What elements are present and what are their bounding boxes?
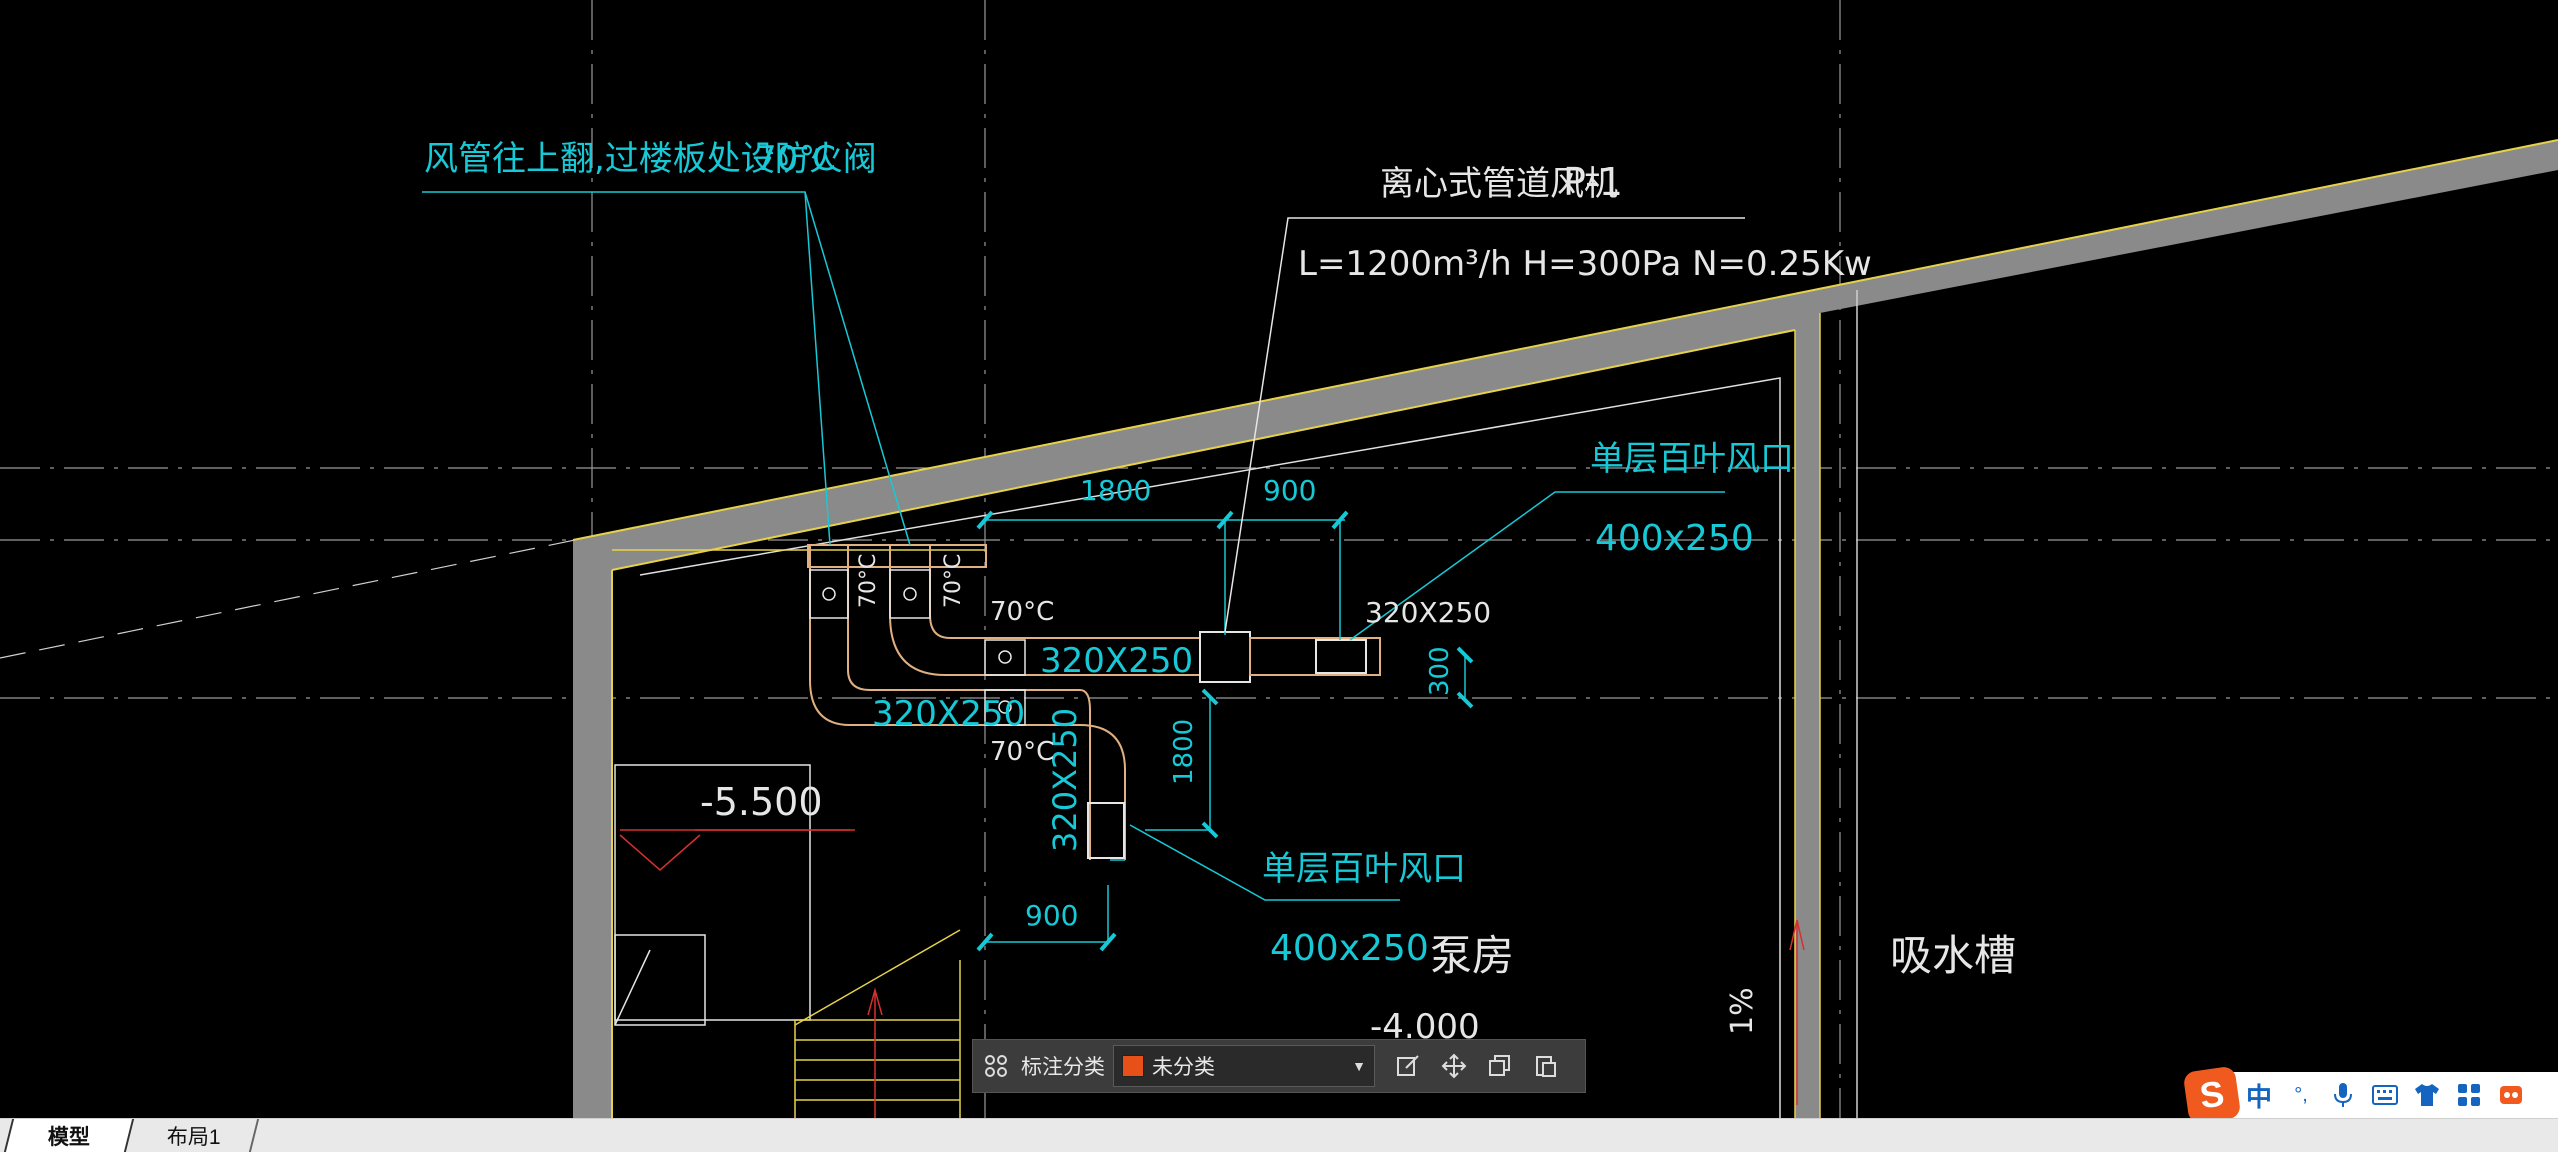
ime-toolbar: S 中 °, [2182,1065,2558,1125]
duct-size-label: 320X250 [872,694,1025,734]
ime-punctuation-toggle[interactable]: °, [2294,1083,2308,1106]
copy-icon[interactable] [1477,1039,1523,1093]
fan-tag: P-1 [1563,160,1623,204]
dimension-1800-top: 1800 [1080,474,1151,507]
cad-drawing-canvas[interactable]: 风管往上翻,过楼板处设防火阀 70℃ 单层百叶风口 400x250 单层百叶风口… [0,0,2558,1118]
slope-label: 1% [1725,987,1760,1035]
louver-top-label: 单层百叶风口 [1590,439,1794,479]
level-mark: -5.500 [700,780,823,824]
louver-bottom-label: 单层百叶风口 [1262,849,1466,889]
annotation-toolbar: 标注分类 未分类 ▼ [972,1039,1586,1093]
category-value: 未分类 [1152,1056,1215,1079]
dimension-lines [976,510,1474,952]
keyboard-icon[interactable] [2364,1072,2406,1118]
sogou-logo-icon[interactable]: S [2182,1065,2242,1125]
dimension-1800-vertical: 1800 [1169,719,1199,785]
room-label-suction: 吸水槽 [1890,931,2016,980]
louver-top-size: 400x250 [1595,518,1754,559]
mic-icon[interactable] [2322,1072,2364,1118]
move-icon[interactable] [1431,1039,1477,1093]
tab-layout1-label: 布局1 [167,1125,221,1149]
fire-damper-note: 风管往上翻,过楼板处设防火阀 [424,139,877,179]
fire-dampers [809,569,1026,726]
ime-mode-toggle[interactable]: 中 [2245,1081,2272,1112]
apps-icon[interactable] [2448,1072,2490,1118]
edit-icon[interactable] [1385,1039,1431,1093]
fan-spec: L=1200m³/h H=300Pa N=0.25Kw [1298,244,1872,284]
fire-damper-temp: 70℃ [755,139,836,179]
duct-size-label: 320X250 [1046,708,1084,852]
damper-temp-label: 70°C [990,737,1054,767]
dimension-900-bottom: 900 [1025,899,1078,932]
dimension-300: 300 [1425,646,1455,696]
room-label-pump: 泵房 [1430,931,1514,980]
dimension-900-top: 900 [1263,474,1316,507]
skin-icon[interactable] [2490,1072,2532,1118]
chevron-down-icon: ▼ [1352,1058,1366,1074]
damper-temp-label: 70°C [856,554,881,608]
duct-size-label: 320X250 [1040,641,1193,681]
damper-temp-label: 70°C [941,554,966,608]
tab-model-label: 模型 [48,1125,90,1149]
damper-temp-label: 70°C [990,597,1054,627]
paste-icon[interactable] [1523,1039,1569,1093]
building-walls [572,139,2558,1118]
fan-title: 离心式管道风机 [1380,164,1618,204]
grid-icon[interactable] [973,1039,1019,1093]
category-dropdown[interactable]: 未分类 ▼ [1113,1045,1375,1087]
duct-size-label: 320X250 [1365,596,1491,629]
tab-layout1[interactable]: 布局1 [130,1119,260,1152]
category-color-swatch [1122,1055,1144,1077]
tab-model[interactable]: 模型 [3,1119,135,1152]
layout-tab-bar: 模型 布局1 [0,1118,2558,1152]
category-label: 标注分类 [1021,1056,1105,1079]
shirt-icon[interactable] [2406,1072,2448,1118]
louver-bottom-size: 400x250 [1270,928,1429,969]
leader-lines [422,191,1745,901]
